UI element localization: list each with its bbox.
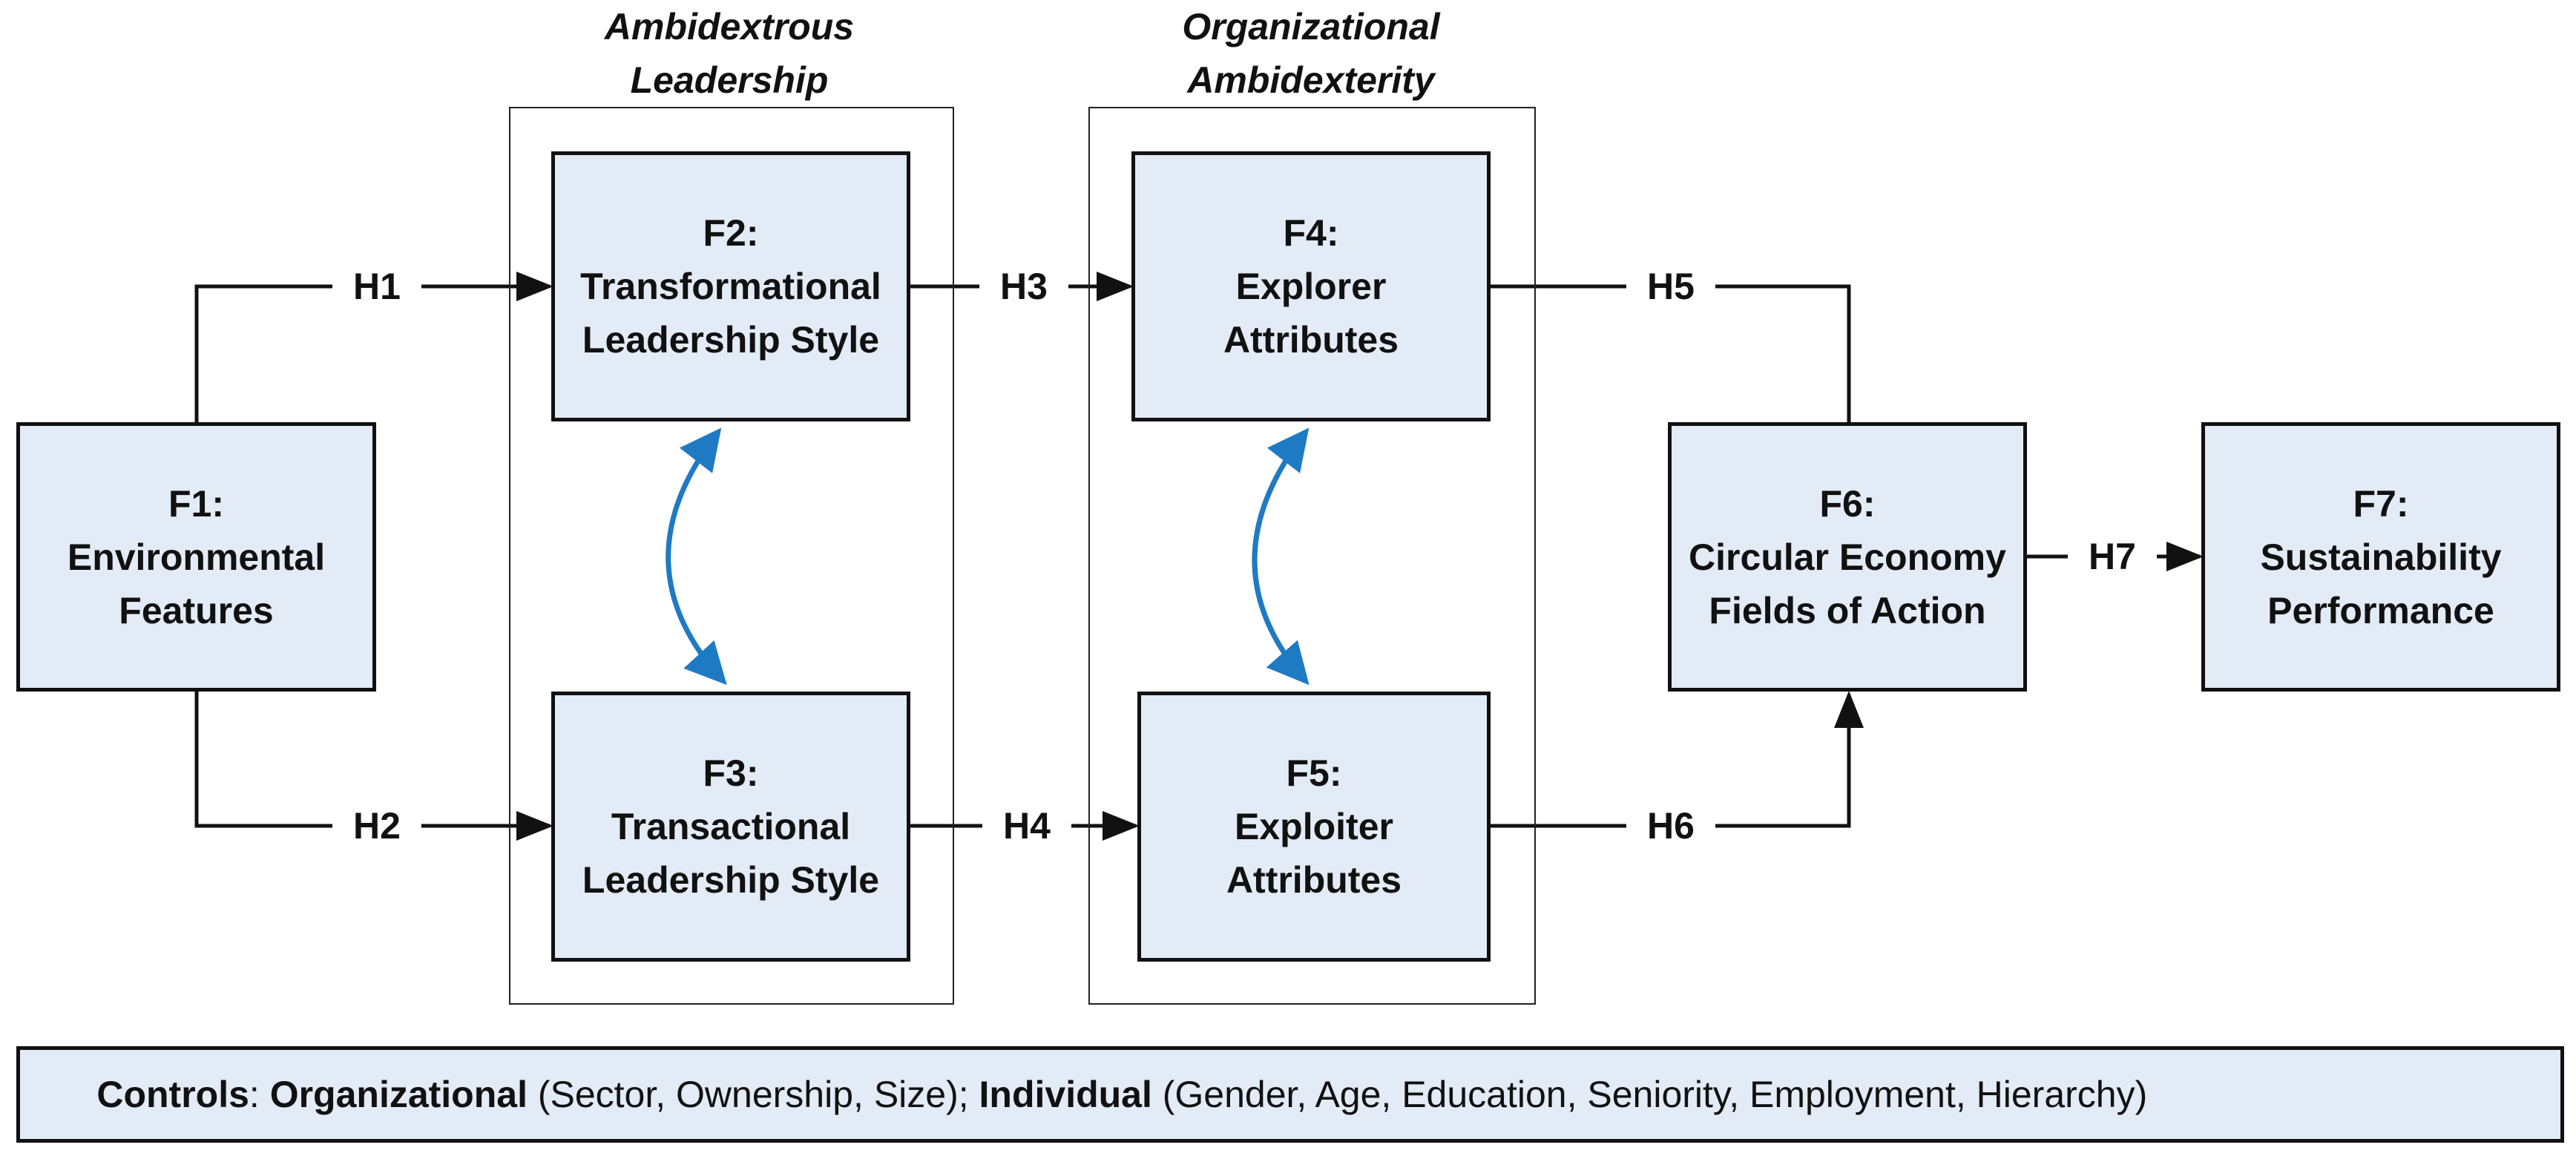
hypothesis-label-h7: H7 <box>2068 534 2157 579</box>
node-id: F5: <box>1286 752 1342 794</box>
controls-label: Controls <box>96 1074 249 1115</box>
node-id: F2: <box>703 212 759 254</box>
node-line: Leadership Style <box>582 859 880 901</box>
node-id: F1: <box>168 482 224 525</box>
node-line: Performance <box>2267 589 2494 631</box>
node-id: F6: <box>1819 482 1876 525</box>
node-id: F3: <box>703 752 759 794</box>
node-line: Sustainability <box>2260 536 2502 578</box>
hypothesis-label-h6: H6 <box>1626 804 1715 848</box>
controls-organizational-items: (Sector, Ownership, Size); <box>527 1074 979 1115</box>
node-line: Exploiter <box>1235 806 1393 847</box>
correlation-f4-f5-arrow <box>1252 427 1310 686</box>
group-title-line: Ambidexterity <box>1187 59 1435 101</box>
controls-separator: : <box>249 1074 270 1115</box>
group-title-line: Organizational <box>1182 6 1440 47</box>
node-f6: F6: Circular Economy Fields of Action <box>1668 422 2027 692</box>
node-line: Attributes <box>1223 319 1399 361</box>
controls-organizational-label: Organizational <box>269 1074 528 1115</box>
group-title-leadership: Ambidextrous Leadership <box>509 0 950 107</box>
node-line: Circular Economy <box>1689 536 2006 578</box>
controls-individual-items: (Gender, Age, Education, Seniority, Empl… <box>1151 1074 2148 1115</box>
hypothesis-label-h4: H4 <box>982 804 1071 848</box>
controls-individual-label: Individual <box>979 1074 1152 1115</box>
node-line: Environmental <box>67 536 326 578</box>
edge-h6 <box>1489 691 1864 828</box>
node-line: Transformational <box>580 266 881 307</box>
node-f4: F4: Explorer Attributes <box>1131 151 1491 421</box>
group-title-line: Leadership <box>630 59 829 101</box>
node-id: F7: <box>2353 482 2409 525</box>
node-line: Explorer <box>1235 266 1387 307</box>
node-f1: F1: Environmental Features <box>16 422 376 692</box>
hypothesis-label-h3: H3 <box>979 264 1068 309</box>
hypothesis-label-h5: H5 <box>1626 264 1715 309</box>
node-f3: F3: Transactional Leadership Style <box>551 692 910 962</box>
controls-box: Controls: Organizational (Sector, Owners… <box>16 1046 2564 1143</box>
group-box-leadership <box>509 107 954 1005</box>
edge-h1 <box>194 272 553 422</box>
node-f7: F7: Sustainability Performance <box>2201 422 2560 692</box>
group-title-organizational: Organizational Ambidexterity <box>1088 0 1534 107</box>
node-line: Attributes <box>1226 859 1402 901</box>
node-line: Transactional <box>611 806 851 847</box>
node-line: Features <box>119 589 274 631</box>
group-title-line: Ambidextrous <box>604 6 855 47</box>
node-id: F4: <box>1283 212 1339 254</box>
node-line: Leadership Style <box>582 319 880 361</box>
node-f5: F5: Exploiter Attributes <box>1137 692 1491 962</box>
node-line: Fields of Action <box>1709 589 1986 631</box>
node-f2: F2: Transformational Leadership Style <box>551 151 910 421</box>
edge-h5 <box>1489 284 1851 422</box>
hypothesis-label-h2: H2 <box>332 804 421 848</box>
hypothesis-label-h1: H1 <box>332 264 421 309</box>
correlation-f2-f3-arrow <box>666 427 727 686</box>
group-box-organizational <box>1088 107 1536 1005</box>
edge-h2 <box>194 692 553 841</box>
